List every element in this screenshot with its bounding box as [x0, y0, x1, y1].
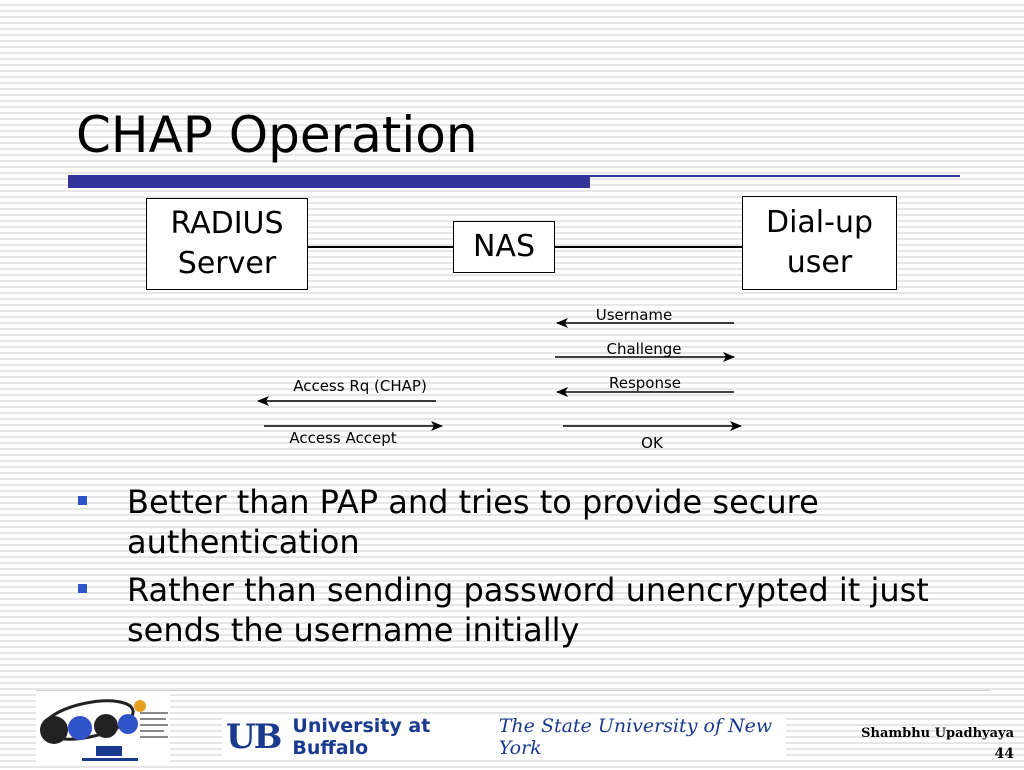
state-university-name: The State University of New York: [498, 715, 773, 759]
ub-logo-icon: UB: [226, 717, 282, 757]
author-name: Shambhu Upadhyaya: [861, 726, 1014, 741]
slide-number: 44: [994, 746, 1014, 762]
radius-server-box: RADIUS Server: [146, 198, 308, 290]
message-access-accept: Access Accept: [264, 421, 443, 447]
bullet-text: Rather than sending password unencrypted…: [127, 571, 929, 649]
university-banner: UB University at Buffalo The State Unive…: [222, 715, 786, 759]
slide-title: CHAP Operation: [76, 106, 478, 164]
message-access-request-label: Access Rq (CHAP): [293, 377, 427, 395]
bullet-item: Better than PAP and tries to provide sec…: [76, 482, 976, 562]
message-response: Response: [556, 374, 734, 397]
dialup-user-box: Dial-up user: [742, 196, 897, 290]
bullet-text: Better than PAP and tries to provide sec…: [127, 483, 819, 561]
cesr-logo: [36, 692, 170, 766]
university-name: University at Buffalo: [292, 715, 431, 759]
message-response-label: Response: [609, 374, 681, 392]
footer-rule: [36, 690, 990, 691]
message-ok-label: OK: [641, 434, 664, 452]
message-access-request: Access Rq (CHAP): [257, 377, 436, 406]
title-rule-bar: [68, 175, 590, 188]
nas-box: NAS: [453, 221, 555, 273]
bullet-item: Rather than sending password unencrypted…: [76, 570, 976, 650]
message-username: Username: [556, 306, 734, 328]
message-challenge: Challenge: [555, 340, 735, 362]
link-nas-dialup: [555, 246, 742, 248]
message-challenge-label: Challenge: [607, 340, 682, 358]
link-radius-nas: [308, 246, 453, 248]
message-username-label: Username: [596, 306, 672, 324]
bullet-square-icon: [78, 584, 87, 593]
cesr-logo-icon: [40, 699, 168, 761]
title-rule-line: [590, 175, 960, 177]
bullet-square-icon: [78, 496, 87, 505]
message-ok: OK: [563, 421, 742, 452]
message-access-accept-label: Access Accept: [289, 429, 396, 447]
bullet-list: Better than PAP and tries to provide sec…: [76, 482, 976, 658]
